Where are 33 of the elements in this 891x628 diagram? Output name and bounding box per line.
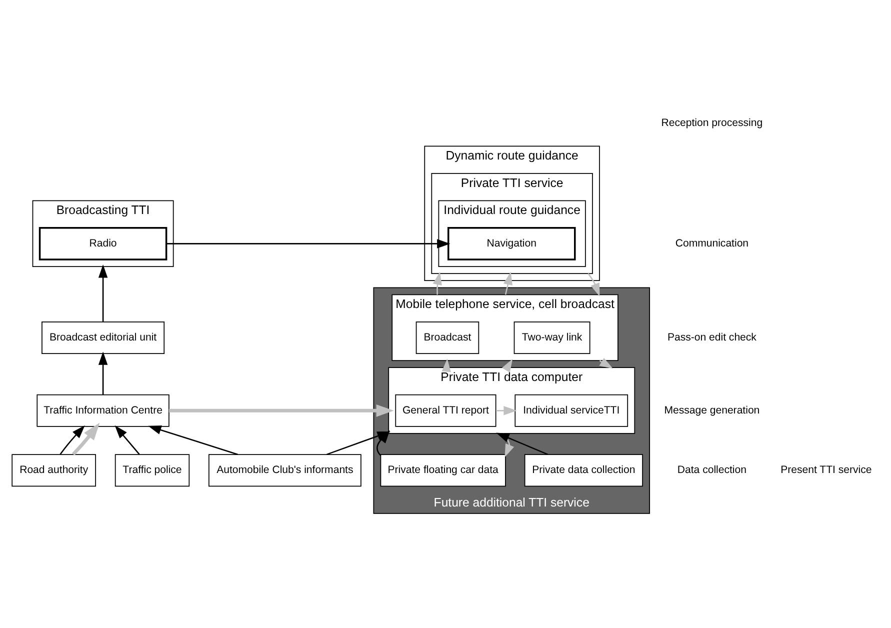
label: Present TTI service <box>780 464 872 476</box>
arrow <box>503 272 512 295</box>
arrow <box>432 272 442 295</box>
label: Communication <box>675 237 749 250</box>
node-box: Navigation <box>447 227 576 260</box>
node-box: Two-way link <box>514 321 590 354</box>
node-box: Broadcast editorial unit <box>42 321 165 354</box>
arrow <box>60 425 85 455</box>
arrow <box>72 422 100 456</box>
arrow <box>168 404 394 417</box>
arrow <box>166 239 450 248</box>
arrow <box>496 432 548 456</box>
node-box: Private floating car data <box>380 454 506 487</box>
node-box: Individual serviceTTI <box>514 394 628 427</box>
arrow <box>148 425 238 456</box>
arrow <box>442 358 451 372</box>
label: Message generation <box>664 404 760 416</box>
node-box: Traffic Information Centre <box>36 394 170 427</box>
node-box: General TTI report <box>395 394 496 427</box>
arrow <box>98 352 108 395</box>
label: Pass-on edit check <box>667 331 756 344</box>
node-box: Private data collection <box>524 454 643 487</box>
node-box: Road authority <box>12 454 96 487</box>
arrow <box>496 406 517 416</box>
arrow <box>114 425 140 455</box>
node-box: Radio <box>38 227 168 260</box>
node-box: Broadcast <box>416 321 480 354</box>
label: Data collection <box>677 464 746 476</box>
node-box: Automobile Club's informants <box>208 454 362 487</box>
label: Reception processing <box>661 117 763 130</box>
node-box: Traffic police <box>114 454 190 487</box>
arrow <box>588 273 600 297</box>
arrow <box>98 264 108 322</box>
